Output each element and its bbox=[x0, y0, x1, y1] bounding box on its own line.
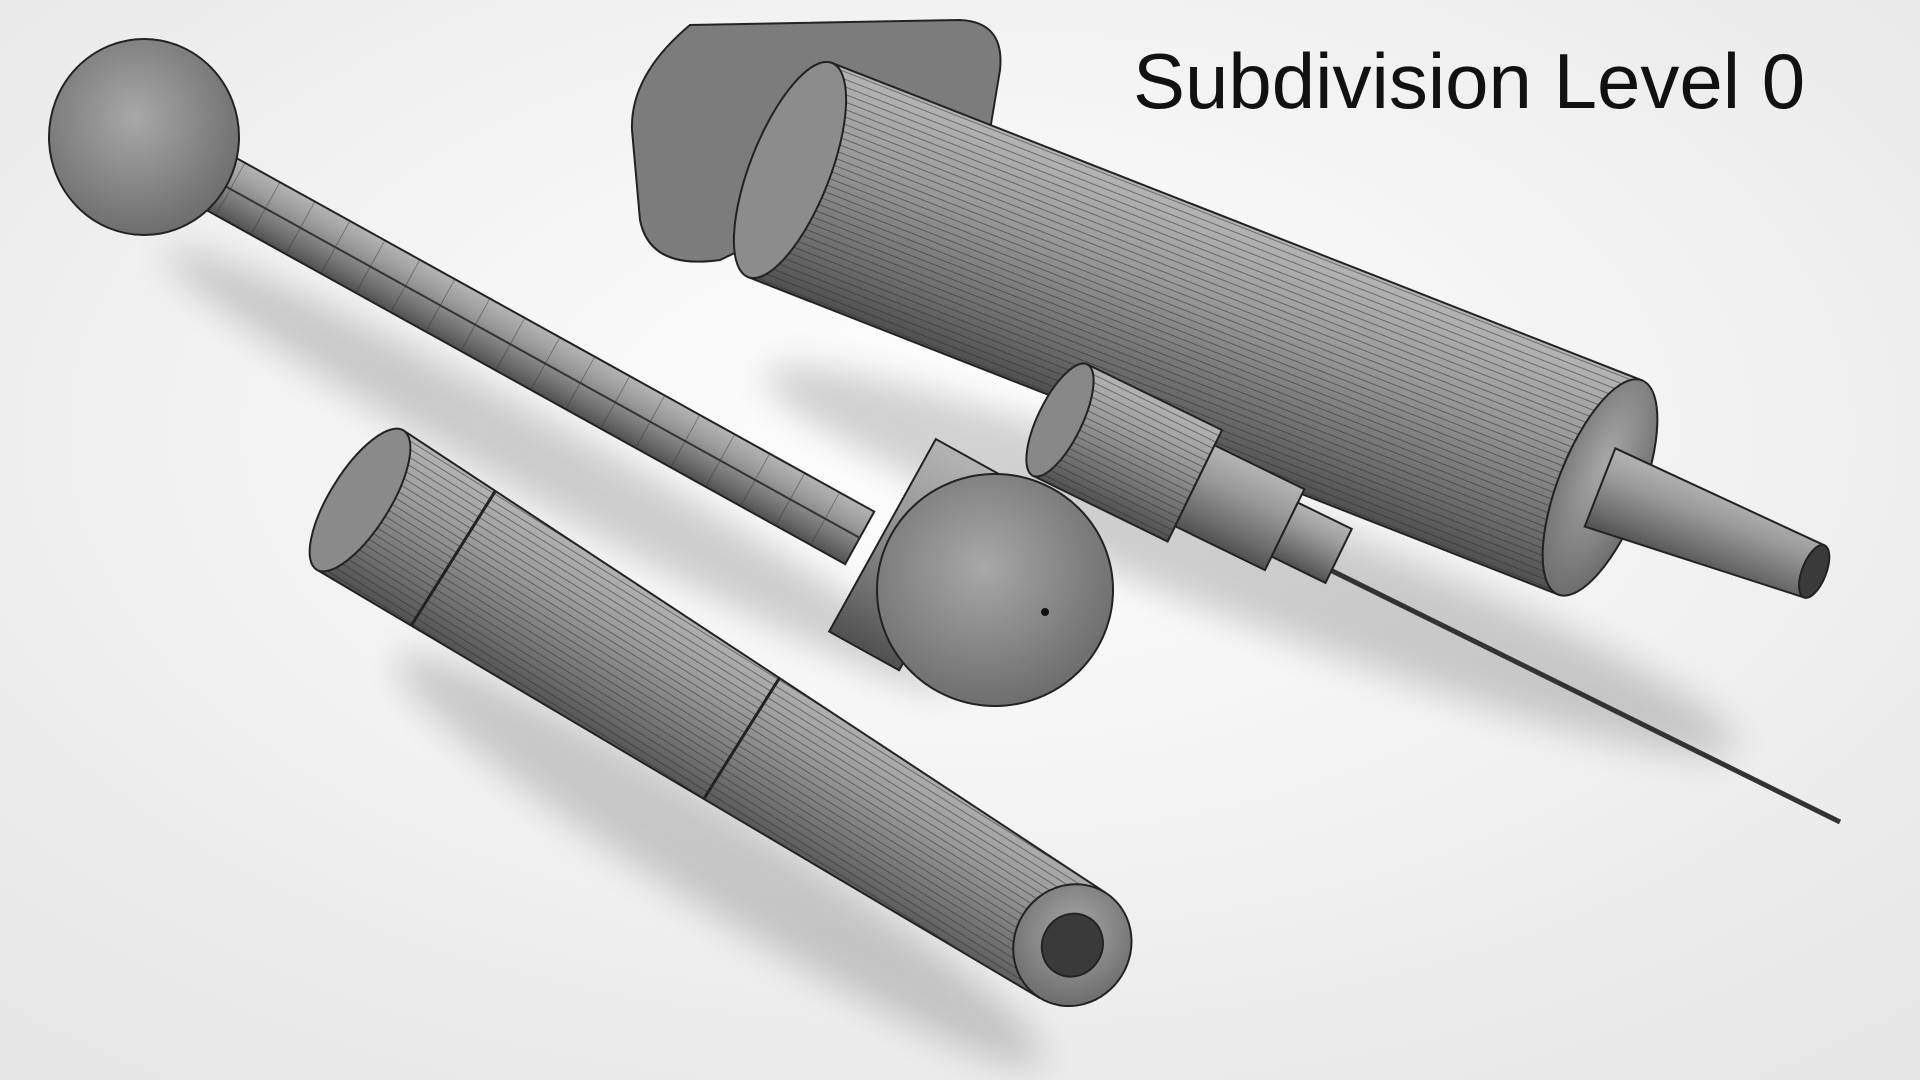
plunger bbox=[48, 38, 1114, 707]
subdivision-level-caption: Subdivision Level 0 bbox=[1133, 37, 1806, 125]
needle-shaft bbox=[1298, 552, 1842, 825]
syringe-barrel bbox=[630, 18, 1831, 599]
barrel-tip-opening bbox=[1798, 543, 1831, 599]
needle-assembly bbox=[1025, 362, 1842, 825]
needle-cap bbox=[308, 427, 1133, 1008]
plunger-rubber-stopper bbox=[876, 473, 1114, 707]
plunger-thumb-disk bbox=[48, 38, 240, 236]
